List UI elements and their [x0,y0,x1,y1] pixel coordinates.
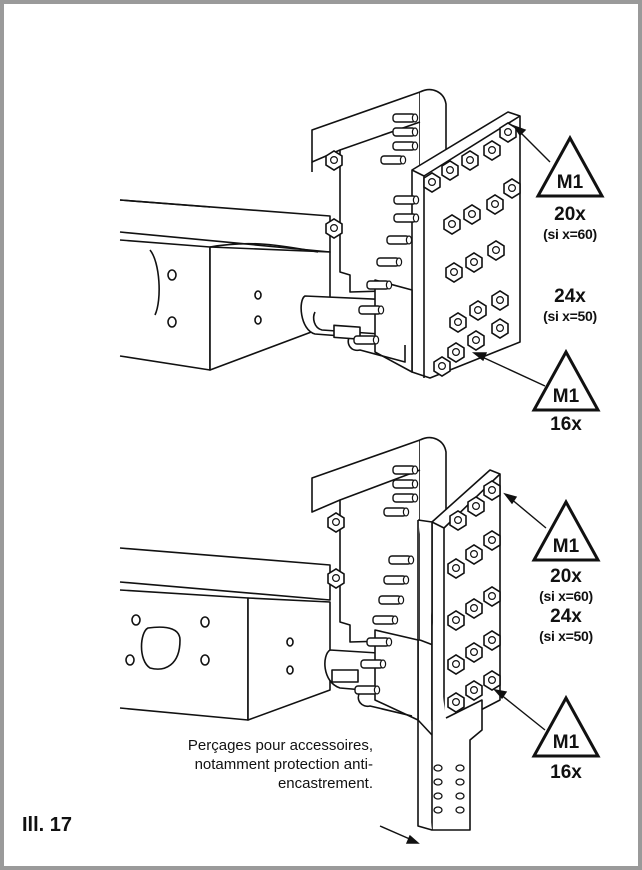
note-line-2: notamment protection anti- [194,756,373,773]
upper-assembly [119,88,521,379]
note-line-1: Perçages pour accessoires, [187,737,373,754]
callout-bottom-upper-qty2: 24x [550,606,582,627]
warning-triangle-2 [531,348,601,412]
callout-top-upper-cond1: (si x=60) [543,226,597,242]
callout-bottom-upper-cond2: (si x=50) [539,628,593,644]
callout-bottom-upper-cond1: (si x=60) [539,588,593,604]
drilling-note: Perçages pour accessoires, notamment pro… [148,736,373,793]
warning-triangle-3 [531,498,601,562]
warning-triangle-1 [535,134,605,198]
figure-label: Ill. 17 [22,814,73,836]
callout-bottom-upper-marker: M1 [552,536,580,557]
leader-arrows [379,124,551,844]
callout-top-upper-marker: M1 [556,172,584,193]
callout-bottom-lower-qty: 16x [550,762,582,783]
lower-holes [433,764,465,814]
callout-top-upper-qty2: 24x [554,286,586,307]
callout-top-upper-cond2: (si x=50) [543,308,597,324]
callout-top-upper-qty1: 20x [554,204,586,225]
callout-bottom-lower-marker: M1 [552,732,580,753]
callout-top-lower-qty: 16x [550,414,582,435]
warning-triangle-4 [531,694,601,758]
callout-top-lower-marker: M1 [552,386,580,407]
note-line-3: encastrement. [277,775,373,792]
callout-bottom-upper-qty1: 20x [550,566,582,587]
